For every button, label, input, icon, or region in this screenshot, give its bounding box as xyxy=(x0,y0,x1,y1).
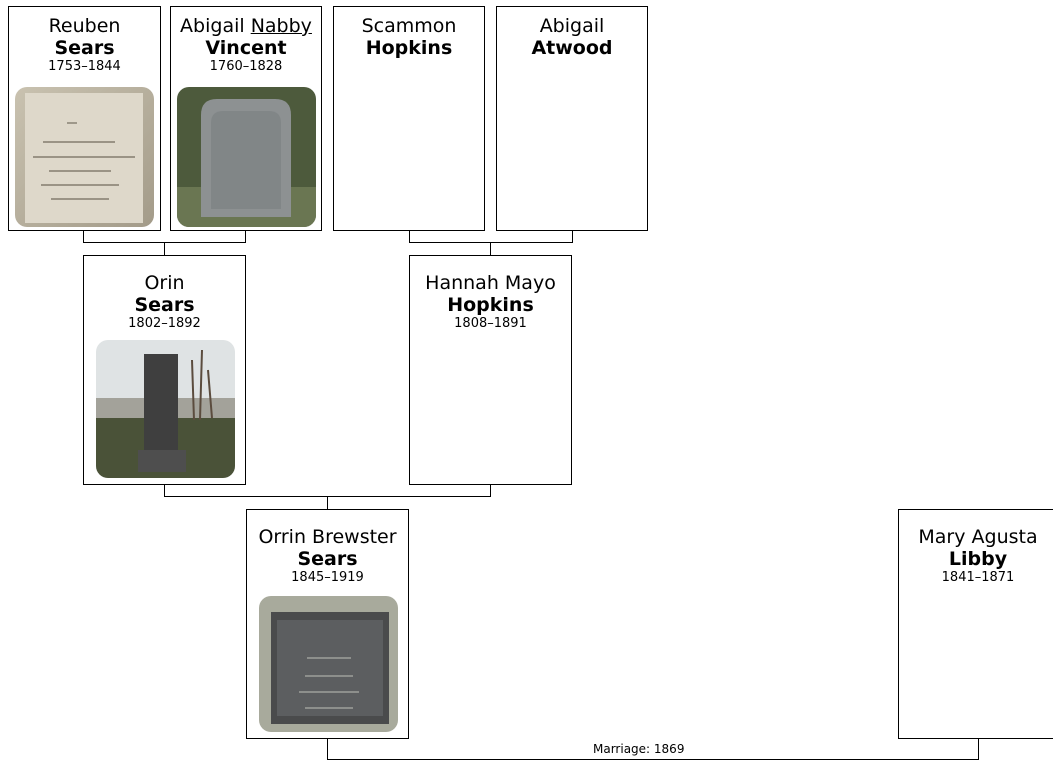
connector-gen1-left xyxy=(83,230,84,243)
person-card-scammon-hopkins[interactable]: Scammon Hopkins xyxy=(333,6,485,231)
person-card-mary-libby[interactable]: Mary Agusta Libby 1841–1871 xyxy=(898,509,1053,739)
connector-gen1-right xyxy=(409,242,573,243)
surname: Sears xyxy=(297,548,358,570)
life-dates: 1845–1919 xyxy=(291,570,364,585)
given-name: Reuben xyxy=(48,15,121,37)
connector-gen1-left xyxy=(245,230,246,243)
surname: Sears xyxy=(134,294,195,316)
surname: Hopkins xyxy=(365,37,453,59)
given-name: Scammon xyxy=(361,15,457,37)
connector-gen1-left xyxy=(164,242,165,256)
person-card-hannah-hopkins[interactable]: Hannah Mayo Hopkins 1808–1891 xyxy=(409,255,572,485)
gravestone-photo[interactable] xyxy=(15,87,154,227)
gravestone-photo[interactable] xyxy=(259,596,398,732)
connector-gen1-right xyxy=(572,230,573,243)
given-name: Abigail xyxy=(539,15,605,37)
marriage-connector xyxy=(978,738,979,760)
gravestone-photo[interactable] xyxy=(96,340,235,478)
marriage-label: Marriage: 1869 xyxy=(593,742,685,756)
given-name: Orrin Brewster xyxy=(258,526,397,548)
connector-gen1-right xyxy=(409,230,410,243)
connector-gen2 xyxy=(327,496,328,510)
given-name: Abigail Nabby xyxy=(180,15,312,37)
surname: Hopkins xyxy=(447,294,534,316)
person-card-abigail-vincent[interactable]: Abigail Nabby Vincent 1760–1828 xyxy=(170,6,322,231)
given-name: Hannah Mayo xyxy=(425,272,556,294)
person-card-reuben-sears[interactable]: Reuben Sears 1753–1844 xyxy=(8,6,161,231)
surname: Libby xyxy=(948,548,1008,570)
person-card-orin-sears[interactable]: Orin Sears 1802–1892 xyxy=(83,255,246,485)
life-dates: 1753–1844 xyxy=(48,59,121,74)
person-card-orrin-brewster-sears[interactable]: Orrin Brewster Sears 1845–1919 xyxy=(246,509,409,739)
surname: Sears xyxy=(54,37,115,59)
surname: Vincent xyxy=(205,37,287,59)
given-name: Orin xyxy=(144,272,185,294)
marriage-connector xyxy=(327,738,328,760)
connector-gen1-right xyxy=(490,242,491,256)
life-dates: 1802–1892 xyxy=(128,316,201,331)
connector-gen2 xyxy=(164,484,165,497)
surname: Atwood xyxy=(531,37,613,59)
gravestone-photo[interactable] xyxy=(177,87,316,227)
life-dates: 1808–1891 xyxy=(454,316,527,331)
life-dates: 1760–1828 xyxy=(209,59,283,74)
nickname: Nabby xyxy=(250,15,312,37)
marriage-connector xyxy=(327,759,979,760)
given-name: Mary Agusta xyxy=(918,526,1038,548)
person-card-abigail-atwood[interactable]: Abigail Atwood xyxy=(496,6,648,231)
connector-gen2 xyxy=(490,484,491,497)
life-dates: 1841–1871 xyxy=(941,570,1015,585)
